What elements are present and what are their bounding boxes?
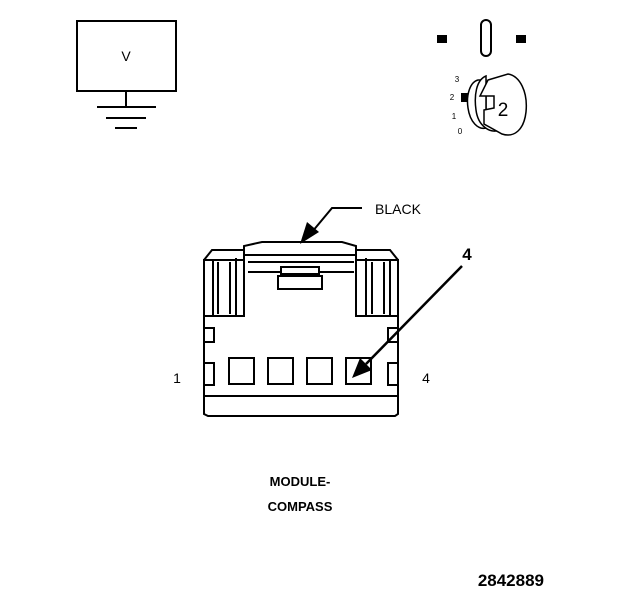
switch-position-3: 3 [455,75,460,84]
cavity [267,357,294,385]
switch-contact-right-icon [516,35,526,43]
pin-start-label: 1 [173,370,181,386]
pin-leader-line [365,265,463,365]
color-leader-line [311,207,362,233]
cavity [228,357,255,385]
color-callout: BLACK [300,201,422,244]
voltmeter-label: V [121,48,131,64]
pin-end-label: 4 [422,370,430,386]
cavity [306,357,333,385]
connector-right-key-lower [387,362,399,386]
switch-contact-left-icon [437,35,447,43]
switch-position-1: 1 [452,112,457,121]
ignition-key-position-label: 2 [498,100,509,121]
figure-id: 2842889 [478,571,544,590]
connector-left-key-lower [203,362,215,386]
color-arrowhead-icon [300,222,319,244]
connector-left-key-upper [203,327,215,343]
component-name-line1: MODULE- [270,474,331,489]
connector-left-guide [203,258,245,317]
pin-callout: 4 [352,245,472,378]
component-name-line2: COMPASS [268,499,333,514]
voltmeter-symbol: V [76,20,177,129]
ignition-switch-symbol: 3 2 1 0 2 [437,19,528,136]
switch-slot-icon [480,19,492,57]
pin-callout-label: 4 [462,245,472,264]
switch-position-2: 2 [450,93,455,102]
connector-face: 1 4 [173,241,430,417]
connector-latch [243,241,357,316]
ground-symbol-icon [97,91,156,129]
ignition-key-icon [466,73,528,136]
pin-arrowhead-icon [352,358,372,378]
switch-position-0: 0 [458,127,463,136]
connector-right-guide [355,258,399,317]
connector-cavities [228,357,372,385]
connector-color-label: BLACK [375,201,422,217]
switch-position-marker-icon [461,93,469,102]
